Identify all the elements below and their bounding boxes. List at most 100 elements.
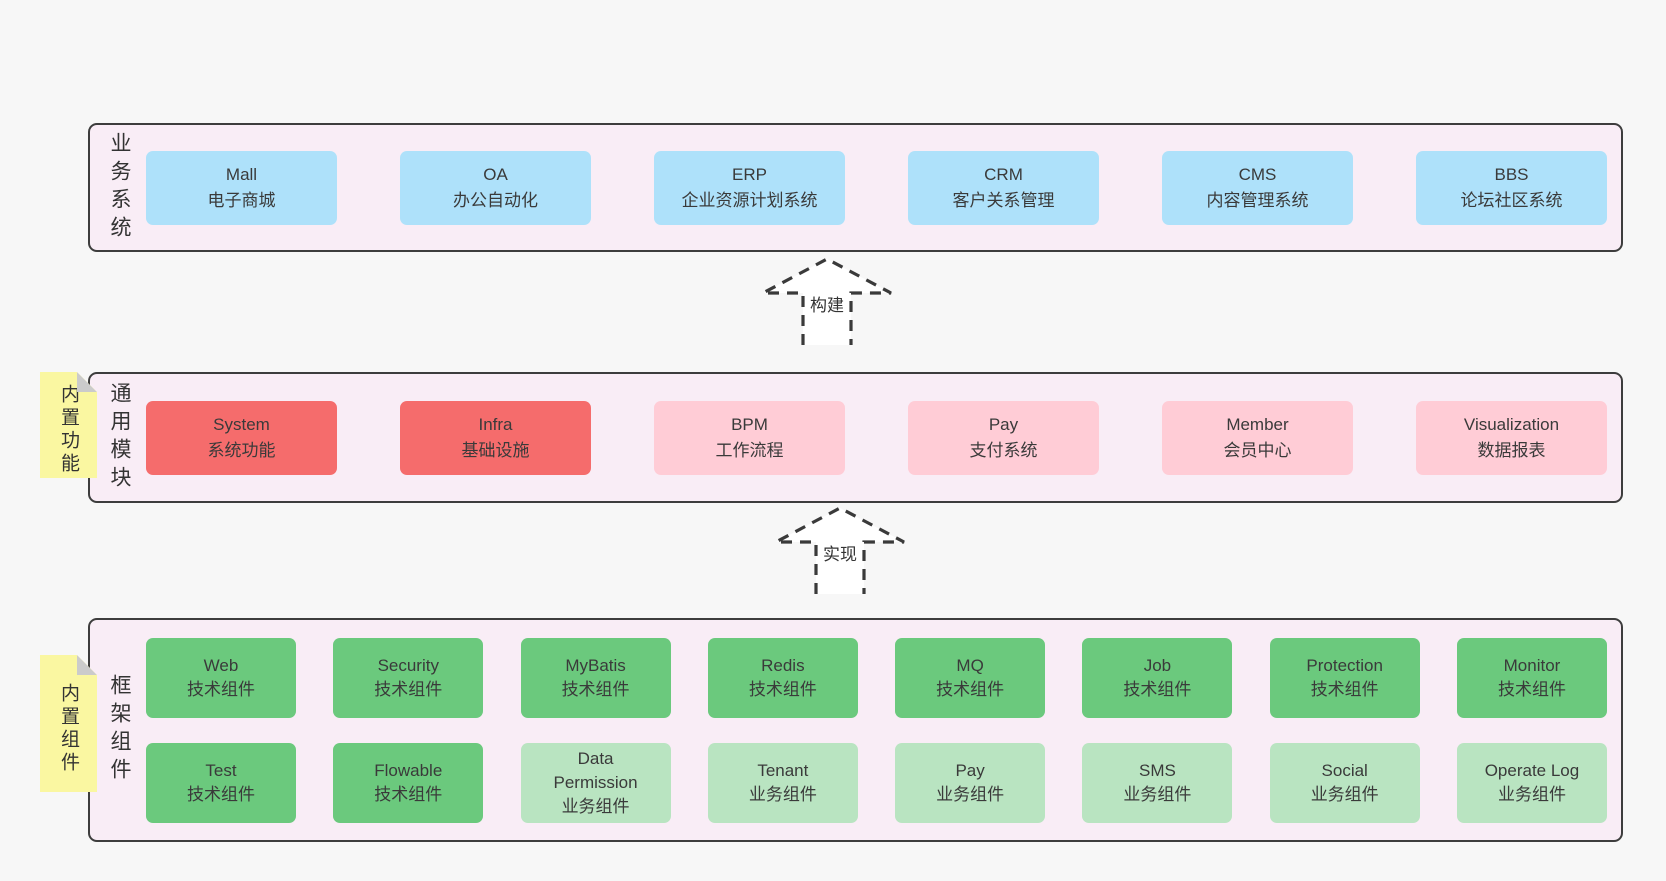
section-framework-components: 框架组件 Web 技术组件 Security 技术组件 MyBatis 技术组件… [88,618,1623,842]
box-title: Data Permission [553,748,638,792]
box-subtitle: 业务组件 [936,784,1005,804]
box-subtitle: 业务组件 [1123,784,1192,804]
arrow-build: 构建 [762,257,892,345]
box-subtitle: 技术组件 [374,679,443,699]
box-bpm: BPM 工作流程 [654,400,845,475]
box-title: Security [377,655,439,675]
box-subtitle: 技术组件 [187,679,255,699]
box-security: Security 技术组件 [333,637,484,718]
components-boxes-grid: Web 技术组件 Security 技术组件 MyBatis 技术组件 Redi… [136,637,1621,823]
box-title: Test [205,760,237,780]
arrow-label: 构建 [810,296,844,315]
box-title: Operate Log [1484,760,1580,780]
box-title: SMS [1138,760,1176,780]
box-infra: Infra 基础设施 [400,400,591,475]
box-system: System 系统功能 [146,400,337,475]
box-job: Job 技术组件 [1082,637,1233,718]
box-title: BBS [1494,164,1529,184]
box-title: Protection [1306,655,1383,675]
box-title: Flowable [374,760,443,780]
box-subtitle: 业务组件 [1310,784,1379,804]
box-title: CRM [984,164,1023,184]
box-visualization: Visualization 数据报表 [1416,400,1607,475]
components-row-2: Test 技术组件 Flowable 技术组件 Data Permission … [146,742,1607,823]
box-cms: CMS 内容管理系统 [1162,150,1353,225]
box-title: Social [1321,760,1368,780]
box-crm: CRM 客户关系管理 [908,150,1099,225]
box-title: ERP [732,164,767,184]
arrow-label: 实现 [823,545,857,564]
box-bbs: BBS 论坛社区系统 [1416,150,1607,225]
box-mybatis: MyBatis 技术组件 [520,637,671,718]
box-tenant: Tenant 业务组件 [707,742,858,823]
components-row-1: Web 技术组件 Security 技术组件 MyBatis 技术组件 Redi… [146,637,1607,718]
box-pay-system: Pay 支付系统 [908,400,1099,475]
box-subtitle: 业务组件 [561,796,630,816]
section-label-business: 业务系统 [108,131,131,244]
box-social: Social 业务组件 [1269,742,1420,823]
box-title: Pay [955,760,985,780]
box-subtitle: 技术组件 [1497,679,1566,699]
box-title: MQ [956,655,984,675]
box-subtitle: 技术组件 [1123,679,1192,699]
business-boxes-row: Mall 电子商城 OA 办公自动化 ERP 企业资源计划系统 CRM 客户关系… [136,150,1621,225]
section-label-components: 框架组件 [108,674,131,786]
box-subtitle: 技术组件 [1310,679,1379,699]
section-common-modules: 通用模块 System 系统功能 Infra 基础设施 BPM 工作流程 Pay… [88,372,1623,503]
box-erp: ERP 企业资源计划系统 [654,150,845,225]
box-subtitle: 论坛社区系统 [1460,190,1563,210]
box-subtitle: 技术组件 [936,679,1005,699]
box-operate-log: Operate Log 业务组件 [1456,742,1607,823]
box-subtitle: 工作流程 [715,440,784,460]
box-oa: OA 办公自动化 [400,150,591,225]
box-mq: MQ 技术组件 [895,637,1046,718]
box-test: Test 技术组件 [146,742,296,823]
box-title: Web [203,655,239,675]
box-title: Redis [761,655,805,675]
box-subtitle: 办公自动化 [453,190,538,210]
box-title: Member [1226,414,1289,434]
box-subtitle: 支付系统 [969,440,1038,460]
box-subtitle: 技术组件 [561,679,630,699]
box-subtitle: 数据报表 [1477,440,1546,460]
box-subtitle: 业务组件 [748,784,817,804]
box-title: Job [1143,655,1172,675]
box-subtitle: 技术组件 [374,784,443,804]
arrow-up-icon [775,506,905,594]
box-title: BPM [731,414,768,434]
box-protection: Protection 技术组件 [1269,637,1420,718]
arrow-implement: 实现 [775,506,905,594]
box-title: Mall [225,164,258,184]
box-subtitle: 企业资源计划系统 [681,190,818,210]
box-member: Member 会员中心 [1162,400,1353,475]
sticky-note-builtin-components: 内置组件 [40,655,97,792]
section-business-systems: 业务系统 Mall 电子商城 OA 办公自动化 ERP 企业资源计划系统 CRM… [88,123,1623,252]
box-title: CMS [1238,164,1277,184]
section-label-modules: 通用模块 [108,381,131,494]
box-flowable: Flowable 技术组件 [333,742,484,823]
box-subtitle: 基础设施 [461,440,530,460]
box-subtitle: 会员中心 [1223,440,1292,460]
box-mall: Mall 电子商城 [146,150,337,225]
box-subtitle: 系统功能 [207,440,276,460]
modules-boxes-row: System 系统功能 Infra 基础设施 BPM 工作流程 Pay 支付系统… [136,400,1621,475]
box-title: OA [483,164,508,184]
arrow-up-icon [762,257,892,345]
box-redis: Redis 技术组件 [707,637,858,718]
box-title: Tenant [757,760,809,780]
box-data-permission: Data Permission 业务组件 [520,742,671,823]
sticky-note-text: 内置功能 [58,384,79,476]
box-title: System [213,414,270,434]
box-title: MyBatis [565,655,626,675]
box-subtitle: 内容管理系统 [1206,190,1309,210]
box-subtitle: 业务组件 [1497,784,1566,804]
box-subtitle: 电子商城 [207,190,276,210]
box-title: Pay [988,414,1019,434]
box-subtitle: 技术组件 [748,679,817,699]
box-pay-component: Pay 业务组件 [895,742,1046,823]
box-title: Visualization [1463,414,1560,434]
box-monitor: Monitor 技术组件 [1456,637,1607,718]
box-title: Infra [478,414,513,434]
box-sms: SMS 业务组件 [1082,742,1233,823]
box-web: Web 技术组件 [146,637,296,718]
